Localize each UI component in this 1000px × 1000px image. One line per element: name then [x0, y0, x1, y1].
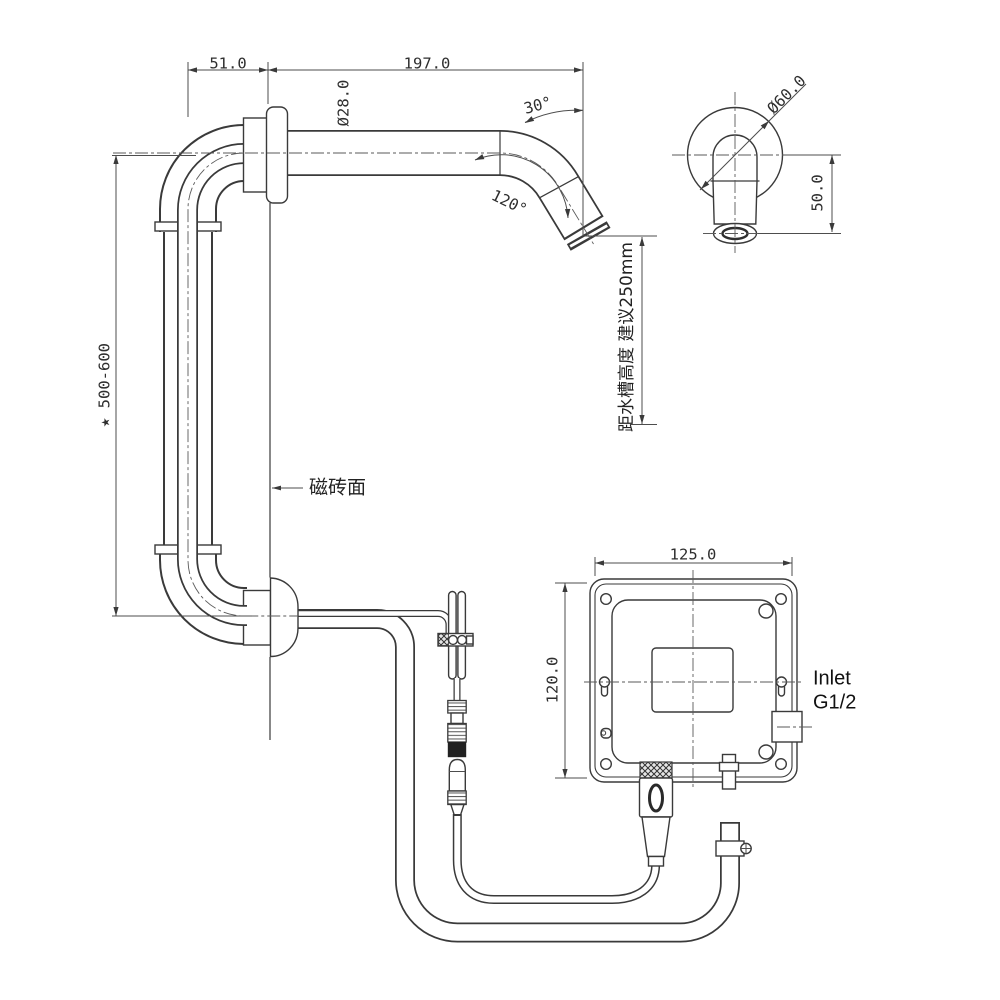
panel-screw [758, 744, 774, 760]
clamp-ear-right [456, 634, 468, 646]
dim-spout-diameter: Ø28.0 [335, 80, 353, 127]
plug-stem [647, 855, 665, 867]
bottom-wall-fitting [242, 589, 272, 646]
sink-height-note: 距水槽高度 建议250mm [617, 242, 637, 432]
dim-51: 51.0 [209, 55, 246, 73]
dim-120deg: 120° [488, 186, 529, 219]
corner-screw [775, 593, 788, 606]
wall-escutcheon-dome [269, 577, 299, 658]
corner-screw [600, 593, 613, 606]
bottom-outlet-fitting [721, 753, 737, 790]
control-box [589, 578, 803, 867]
bottom-outlet-collar [718, 761, 740, 772]
dim-install-height: ★ 500-600 [96, 343, 114, 427]
dim-50: 50.0 [809, 174, 827, 211]
clamp-ear-left [447, 634, 459, 646]
front-view-faucet [686, 106, 784, 245]
dim-30deg: 30° [522, 93, 554, 118]
arc-120deg [474, 154, 569, 219]
clamp-tab [465, 635, 474, 645]
plug-nut [639, 761, 673, 779]
sensor-cable-loop [452, 814, 661, 904]
annotations: 磁砖面 距水槽高度 建议250mm Inlet G1/2 [309, 242, 856, 713]
centerlines [113, 92, 814, 789]
dim-flange-diameter: Ø60.0 [764, 72, 810, 118]
tube-clamp-nut [438, 633, 449, 646]
box-cable-plug [638, 761, 674, 867]
inlet-label-line1: Inlet [813, 667, 851, 689]
corner-screw [600, 758, 613, 771]
spout-front-body [712, 134, 758, 225]
hose-and-cable [269, 577, 752, 943]
inline-connector [447, 699, 467, 816]
corner-screw [775, 758, 788, 771]
dim-197: 197.0 [404, 55, 451, 73]
panel-screw [758, 603, 774, 619]
wall-collar [242, 117, 270, 193]
hose-end-clamp [715, 840, 752, 857]
wall-flange [265, 106, 289, 204]
dim-box-width: 125.0 [670, 546, 717, 564]
tile-surface-label: 磁砖面 [309, 477, 366, 499]
connector-black-band [447, 742, 467, 758]
plug-taper [641, 816, 671, 858]
plug-slot [648, 783, 664, 813]
inlet-label-line2: G1/2 [813, 691, 856, 713]
box-center-window [651, 647, 734, 713]
dim-box-height: 120.0 [544, 657, 562, 704]
